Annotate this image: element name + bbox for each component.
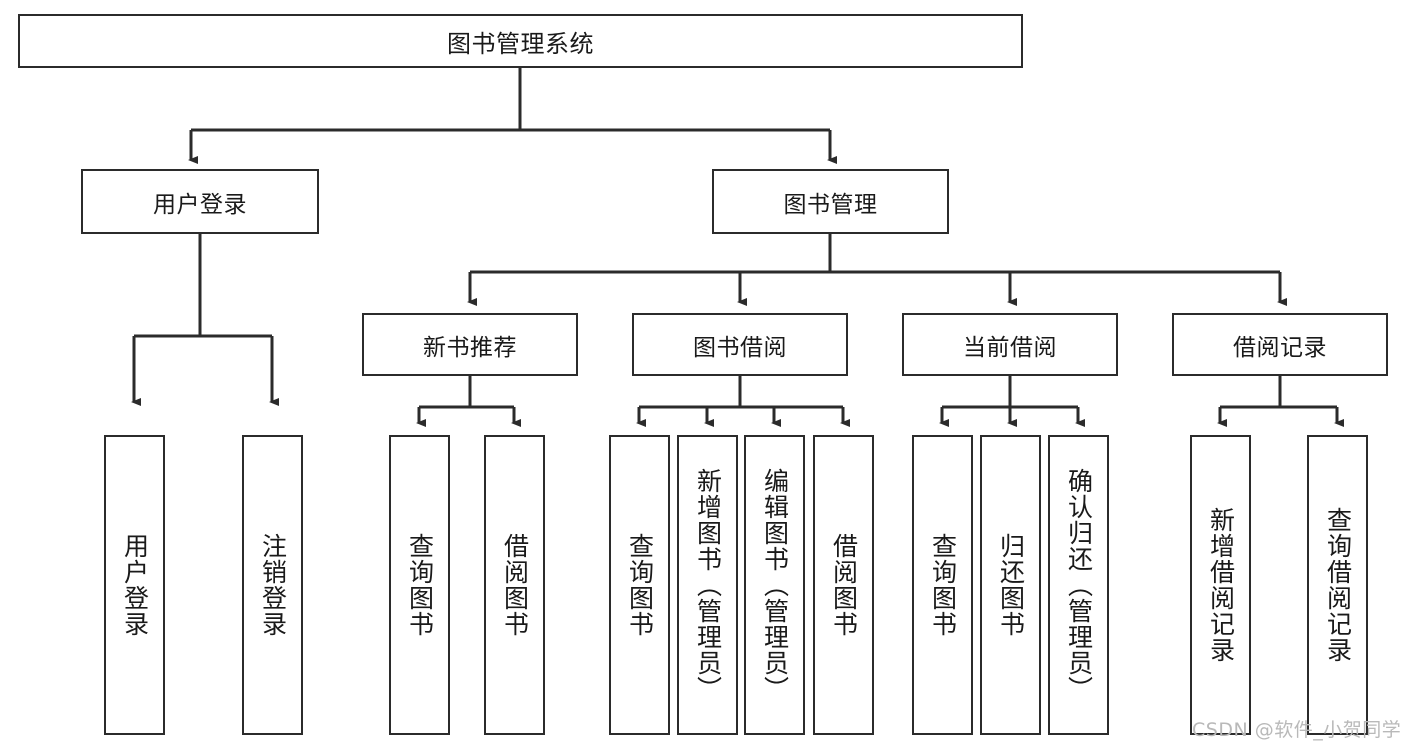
leaf-borrow-borrow-books[interactable]: 借阅图书: [813, 435, 874, 735]
leaf-borrow-add-book-admin[interactable]: 新增图书（管理员）: [677, 435, 738, 735]
leaf-borrow-edit-book-admin[interactable]: 编辑图书（管理员）: [744, 435, 805, 735]
leaf-label: 查询图书: [625, 533, 655, 637]
csdn-watermark: CSDN @软件_小贺同学: [1192, 719, 1402, 741]
leaf-recommend-borrow-books[interactable]: 借阅图书: [484, 435, 545, 735]
node-label: 图书管理: [783, 191, 878, 218]
leaf-current-query-books[interactable]: 查询图书: [912, 435, 973, 735]
leaf-user-login-signin[interactable]: 用户登录: [104, 435, 165, 735]
leaf-label: 确认归还（管理员）: [1064, 468, 1094, 702]
leaf-recommend-query-books[interactable]: 查询图书: [389, 435, 450, 735]
leaf-label: 查询图书: [928, 533, 958, 637]
leaf-label: 新增借阅记录: [1206, 507, 1236, 663]
node-root-book-management-system[interactable]: 图书管理系统: [18, 14, 1023, 68]
node-user-login[interactable]: 用户登录: [81, 169, 319, 234]
node-borrow-records[interactable]: 借阅记录: [1172, 313, 1388, 376]
leaf-current-return-books[interactable]: 归还图书: [980, 435, 1041, 735]
leaf-label: 编辑图书（管理员）: [760, 468, 790, 702]
node-label: 借阅记录: [1233, 334, 1327, 361]
leaf-label: 借阅图书: [500, 533, 530, 637]
leaf-label: 用户登录: [120, 533, 150, 637]
leaf-label: 归还图书: [996, 533, 1026, 637]
node-book-management[interactable]: 图书管理: [712, 169, 949, 234]
node-current-borrow[interactable]: 当前借阅: [902, 313, 1118, 376]
leaf-current-confirm-return-admin[interactable]: 确认归还（管理员）: [1048, 435, 1109, 735]
node-label: 图书借阅: [693, 334, 787, 361]
node-label: 当前借阅: [963, 334, 1057, 361]
leaf-label: 查询借阅记录: [1323, 507, 1353, 663]
leaf-records-add-record[interactable]: 新增借阅记录: [1190, 435, 1251, 735]
node-book-borrow[interactable]: 图书借阅: [632, 313, 848, 376]
node-label: 图书管理系统: [447, 29, 594, 58]
leaf-label: 查询图书: [405, 533, 435, 637]
node-label: 新书推荐: [423, 334, 517, 361]
leaf-records-query-record[interactable]: 查询借阅记录: [1307, 435, 1368, 735]
leaf-label: 注销登录: [258, 533, 288, 637]
leaf-label: 借阅图书: [829, 533, 859, 637]
node-new-book-recommend[interactable]: 新书推荐: [362, 313, 578, 376]
node-label: 用户登录: [153, 191, 247, 218]
leaf-user-login-signout[interactable]: 注销登录: [242, 435, 303, 735]
leaf-borrow-query-books[interactable]: 查询图书: [609, 435, 670, 735]
leaf-label: 新增图书（管理员）: [693, 468, 723, 702]
